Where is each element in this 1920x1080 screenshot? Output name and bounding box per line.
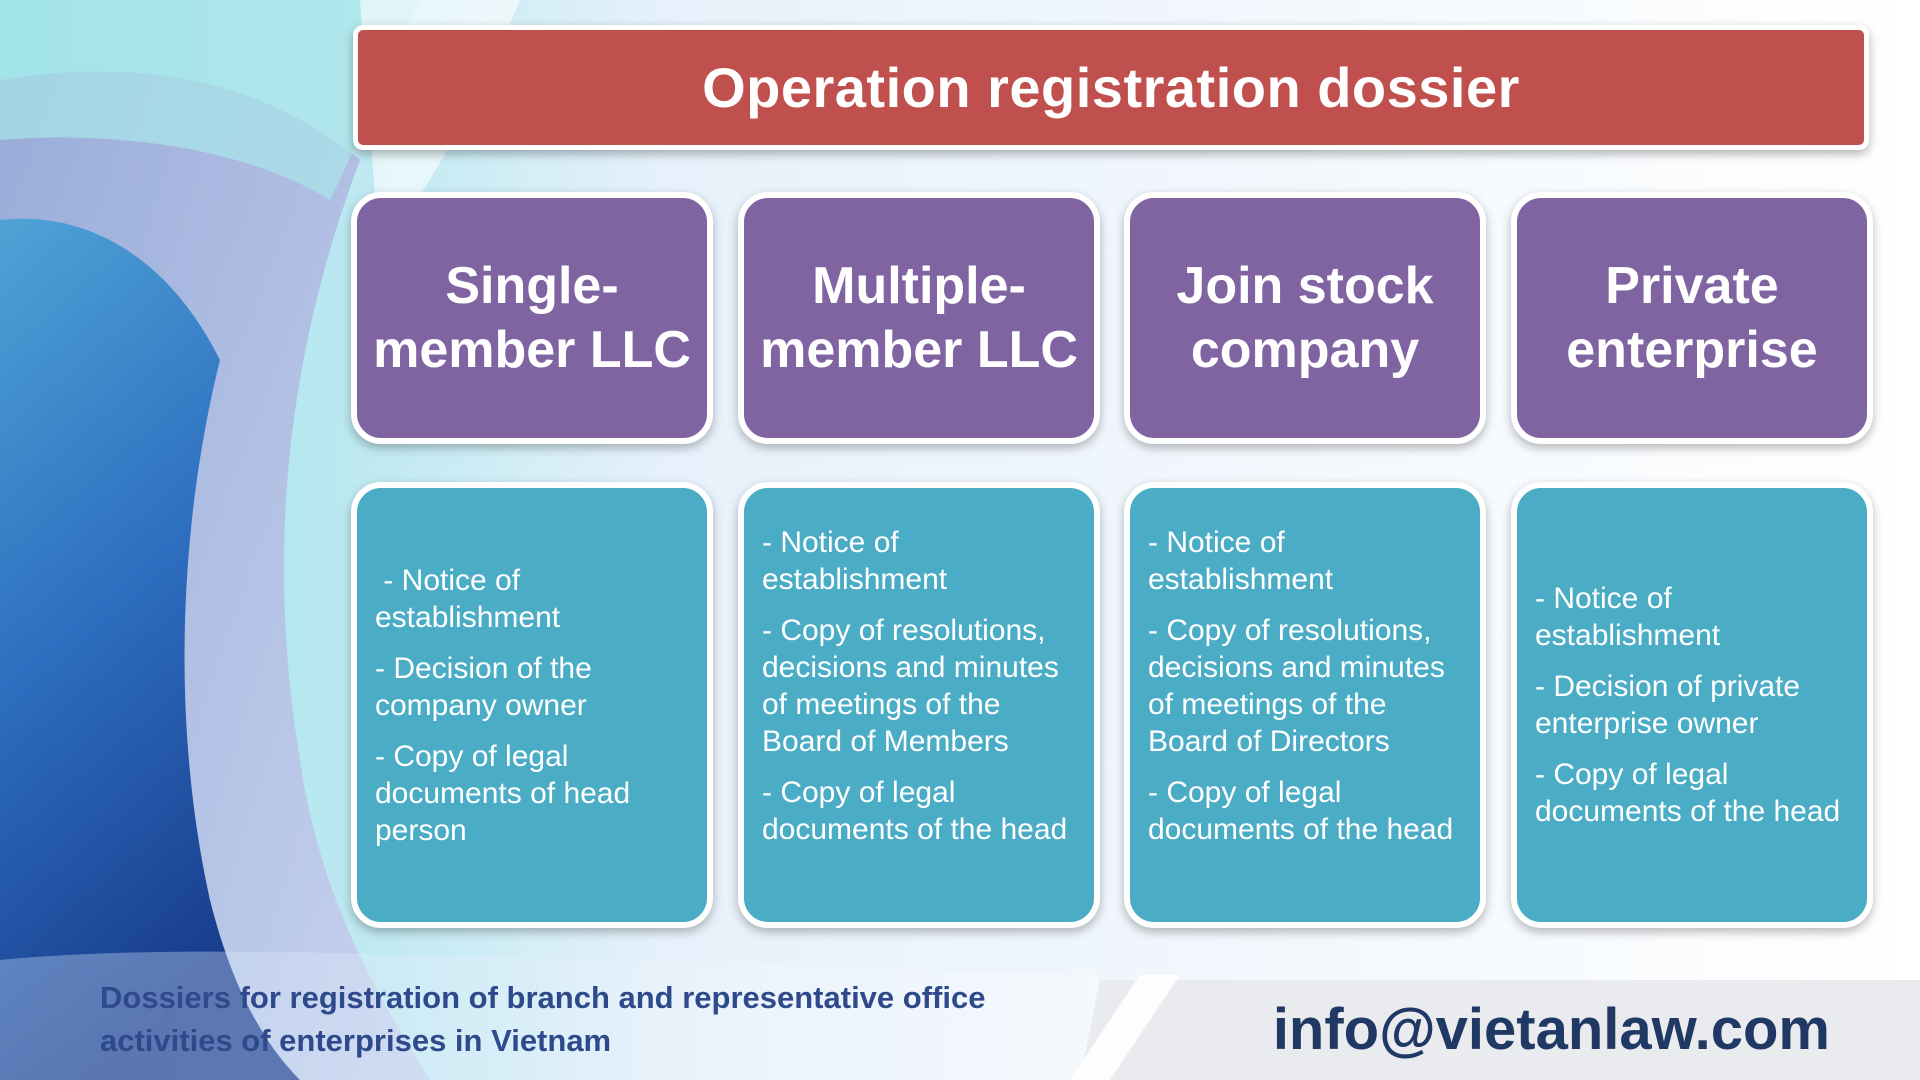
title-bar: Operation registration dossier xyxy=(353,25,1869,150)
list-item: - Copy of legal documents of head person xyxy=(375,739,631,847)
heading-text: Join stock company xyxy=(1176,257,1434,379)
list-item: - Copy of legal documents of the head xyxy=(1535,758,1841,828)
heading-card-private-enterprise: Private enterprise xyxy=(1511,192,1873,444)
list-item: - Decision of private enterprise owner xyxy=(1535,670,1801,740)
heading-card-join-stock-company: Join stock company xyxy=(1124,192,1486,444)
content-card-join-stock-company: - Notice of establishment - Copy of reso… xyxy=(1124,482,1486,928)
heading-text: Single-member LLC xyxy=(373,257,691,379)
content-card-multiple-member-llc: - Notice of establishment - Copy of reso… xyxy=(738,482,1100,928)
list-item: - Copy of legal documents of the head xyxy=(762,776,1068,846)
list-item: - Notice of establishment xyxy=(762,526,948,596)
list-item: - Notice of establishment xyxy=(1535,582,1721,652)
list-item: - Copy of legal documents of the head xyxy=(1148,776,1454,846)
list-item: - Copy of resolutions, decisions and min… xyxy=(1148,614,1445,758)
list-item: - Copy of resolutions, decisions and min… xyxy=(762,614,1059,758)
list-item: - Notice of establishment xyxy=(1148,526,1334,596)
heading-text: Multiple-member LLC xyxy=(760,257,1078,379)
heading-card-multiple-member-llc: Multiple-member LLC xyxy=(738,192,1100,444)
content-card-single-member-llc: - Notice of establishment - Decision of … xyxy=(351,482,713,928)
heading-text: Private enterprise xyxy=(1566,257,1818,379)
contact-email: info@vietanlaw.com xyxy=(1272,997,1830,1062)
heading-card-single-member-llc: Single-member LLC xyxy=(351,192,713,444)
list-item: - Decision of the company owner xyxy=(375,651,592,722)
content-card-private-enterprise: - Notice of establishment - Decision of … xyxy=(1511,482,1873,928)
footer-caption: Dossiers for registration of branch and … xyxy=(100,980,986,1058)
title-text: Operation registration dossier xyxy=(702,56,1520,119)
list-item: - Notice of establishment xyxy=(375,563,561,634)
